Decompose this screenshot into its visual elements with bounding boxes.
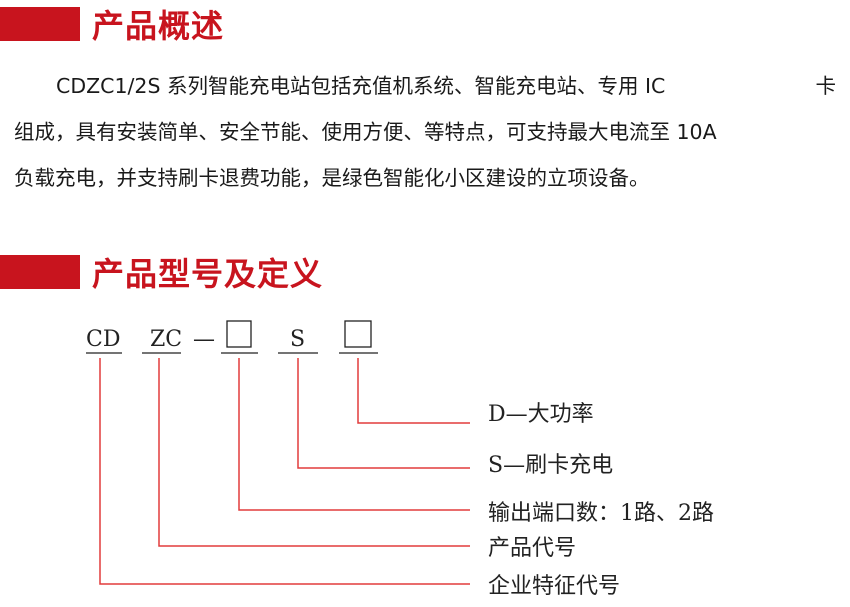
section-header-model: 产品型号及定义: [0, 250, 323, 294]
overview-paragraph: CDZC1/2S 系列智能充电站包括充值机系统、智能充电站、专用 IC 卡 组成…: [14, 63, 836, 201]
code-segment-cd: CD: [86, 327, 120, 352]
legend-s-card: S—刷卡充电: [488, 453, 613, 478]
code-segment-zc: ZC: [150, 327, 182, 352]
code-segment-s: S: [290, 327, 305, 352]
code-dash: —: [193, 327, 215, 352]
overview-line-2: 组成，具有安装简单、安全节能、使用方便、等特点，可支持最大电流至 10A: [14, 120, 717, 144]
connector-company: [99, 358, 470, 585]
connector-power: [357, 358, 470, 424]
overview-line-1: CDZC1/2S 系列智能充电站包括充值机系统、智能充电站、专用 IC 卡: [14, 63, 836, 109]
connector-product: [158, 358, 470, 547]
section-header-overview: 产品概述: [0, 2, 224, 46]
section-title-model: 产品型号及定义: [92, 255, 324, 293]
section-marker-bar: [0, 255, 80, 289]
overview-line-3: 负载充电，并支持刷卡退费功能，是绿色智能化小区建设的立项设备。: [14, 166, 650, 190]
legend-ports: 输出端口数：1路、2路: [488, 501, 714, 526]
legend-d-power: D—大功率: [488, 402, 594, 427]
section-title-overview: 产品概述: [92, 7, 225, 45]
overview-line-1-end: 卡: [815, 74, 837, 98]
legend-product-code: 产品代号: [488, 536, 576, 561]
connector-ports: [238, 358, 470, 511]
section-marker-bar: [0, 7, 80, 41]
code-box-ports: [226, 320, 252, 348]
code-box-power: [344, 320, 372, 348]
legend-company-code: 企业特征代号: [488, 574, 620, 599]
connector-card: [297, 358, 470, 469]
model-definition-diagram: CD ZC — S D—大功率 S—刷卡充电 输出端口数：1路、2路 产品代号 …: [86, 320, 714, 599]
overview-line-1-text: CDZC1/2S 系列智能充电站包括充值机系统、智能充电站、专用 IC: [56, 74, 666, 98]
